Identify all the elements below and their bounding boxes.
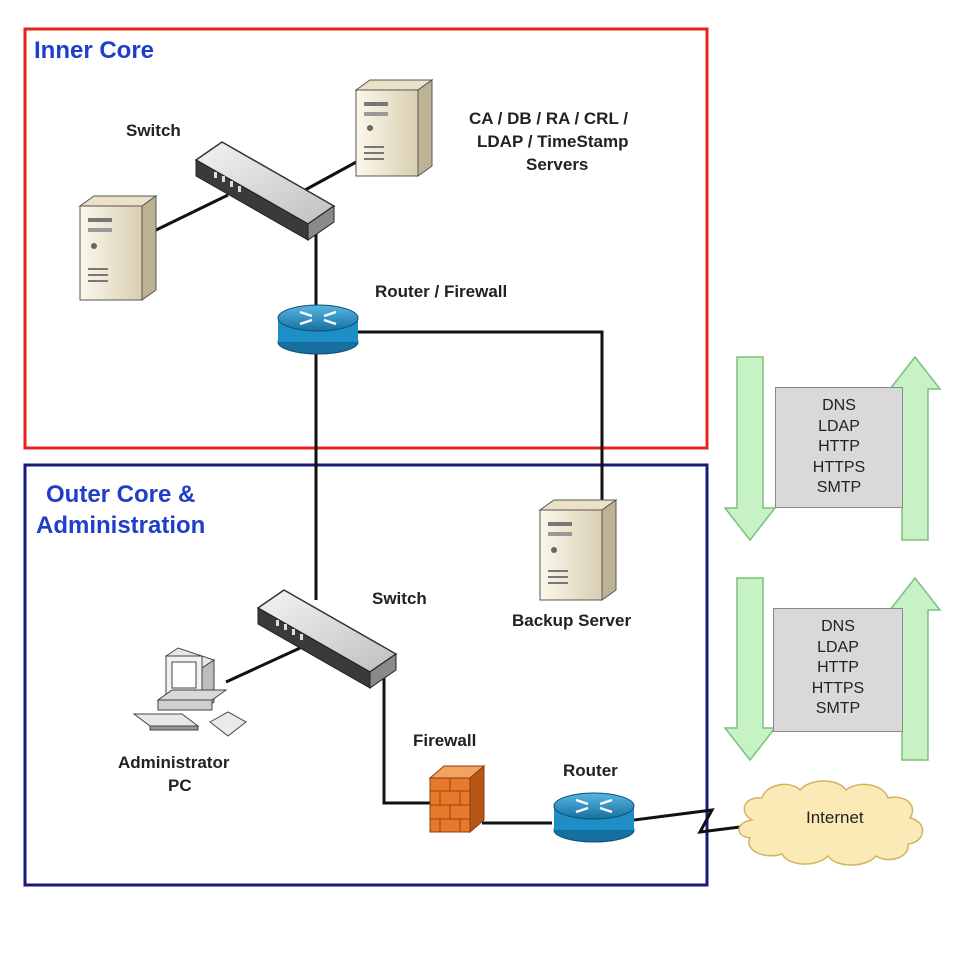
internet-label: Internet (806, 808, 864, 827)
inner-core-title: Inner Core (34, 37, 155, 64)
protocol-item: DNS (821, 618, 855, 635)
outer-core-title: Outer Core & (46, 481, 196, 508)
protocol-list-lower: DNS LDAP HTTP HTTPS SMTP (773, 608, 903, 732)
protocol-item: LDAP (817, 638, 859, 656)
link-switch-admin-pc (225, 646, 301, 684)
servers-label-line3: Servers (526, 155, 589, 174)
protocol-item: HTTPS (812, 458, 866, 476)
link-switch-server-top (304, 158, 361, 192)
protocol-item: SMTP (816, 479, 862, 496)
inner-switch-label: Switch (126, 121, 181, 140)
link-router-backup (356, 330, 604, 512)
router-icon (553, 792, 635, 843)
outer-switch-label: Switch (372, 589, 427, 608)
inner-core-zone (23, 27, 709, 450)
admin-pc-label-line2: PC (168, 776, 192, 795)
admin-pc-label-line1: Administrator (118, 753, 230, 772)
server-icon (354, 79, 434, 177)
desktop-pc-icon (132, 647, 247, 737)
switch-icon (256, 589, 398, 689)
connection-lines (151, 158, 781, 834)
downward-arrow-icon (723, 577, 777, 762)
firewall-label: Firewall (413, 731, 477, 750)
router-firewall-label: Router / Firewall (375, 282, 508, 301)
server-icon (78, 195, 158, 301)
link-switch-firewall (382, 675, 430, 805)
downward-arrow-icon (723, 356, 777, 542)
router-label: Router (563, 761, 618, 780)
protocol-item: LDAP (818, 417, 860, 435)
internet-cloud-icon (738, 780, 924, 866)
protocol-list-upper: DNS LDAP HTTP HTTPS SMTP (775, 387, 903, 508)
firewall-icon (428, 764, 486, 834)
backup-server-label: Backup Server (512, 611, 632, 630)
server-icon (538, 499, 618, 601)
servers-label-line2: LDAP / TimeStamp (477, 132, 629, 151)
router-icon (277, 304, 359, 355)
protocol-item: HTTP (817, 659, 859, 676)
outer-core-zone (23, 463, 709, 887)
outer-core-title-line2: Administration (36, 512, 206, 539)
protocol-item: HTTPS (811, 679, 865, 697)
protocol-item: DNS (822, 397, 856, 414)
protocol-item: SMTP (815, 700, 861, 717)
link-switch-server-left (151, 193, 229, 234)
protocol-item: HTTP (818, 438, 860, 455)
servers-label-line1: CA / DB / RA / CRL / (469, 109, 628, 128)
switch-icon (194, 141, 336, 241)
